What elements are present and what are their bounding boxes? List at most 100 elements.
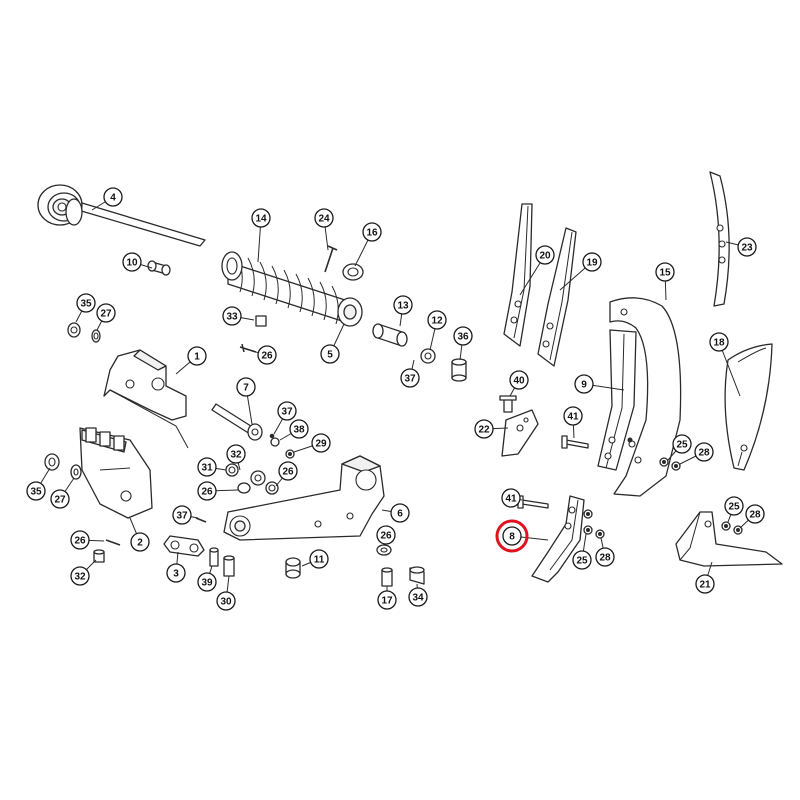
callout-number: 25: [676, 440, 688, 451]
callout-bubble: [314, 208, 334, 228]
callout-number: 17: [381, 596, 393, 607]
part-32-bushing-mid: [250, 470, 266, 486]
callout-28: 28: [679, 442, 714, 465]
callout-37: 37: [400, 359, 420, 388]
callout-bubble: [289, 419, 309, 439]
callout-number: 15: [659, 268, 671, 279]
callout-bubble: [70, 530, 90, 550]
callout-number: 35: [30, 487, 42, 498]
callout-bubble: [376, 525, 396, 545]
callout-19: 19: [559, 252, 602, 291]
part-1-bracket: [103, 349, 189, 449]
part-9-shank-plate: [597, 329, 637, 471]
callout-26: 26: [70, 530, 105, 550]
part-10-bushing: [147, 260, 171, 276]
part-26-pin-lower: [105, 539, 121, 546]
callout-bubble: [563, 406, 583, 426]
callout-8: 8: [502, 526, 549, 546]
part-41-bolt-lower: [517, 495, 549, 509]
callout-39: 39: [197, 565, 217, 592]
part-19-side-plate: [537, 227, 577, 367]
callout-number: 31: [201, 463, 213, 474]
callout-number: 29: [315, 439, 327, 450]
callout-25: 25: [572, 533, 592, 570]
callout-number: 20: [539, 251, 551, 262]
callout-number: 28: [749, 510, 761, 521]
callout-number: 13: [397, 301, 409, 312]
callout-number: 23: [741, 243, 753, 254]
callout-bubble: [320, 344, 340, 364]
callout-20: 20: [519, 245, 555, 296]
callout-17: 17: [377, 586, 397, 610]
part-16-washer: [342, 263, 364, 281]
callout-number: 21: [699, 580, 711, 591]
callout-32: 32: [226, 444, 246, 471]
part-26-washer-right: [376, 544, 392, 556]
part-25-nut-sweep: [721, 521, 731, 531]
part-38-washer: [270, 437, 280, 447]
part-15-shank-frame: [609, 297, 682, 497]
part-24-pin: [324, 245, 338, 273]
callout-11: 11: [301, 549, 329, 569]
callout-bubble: [277, 401, 297, 421]
callout-28: 28: [595, 537, 615, 567]
part-6-swing-arm: [223, 455, 385, 541]
callout-number: 36: [457, 332, 469, 343]
part-17-pin: [381, 567, 393, 587]
callout-bubble: [216, 591, 236, 611]
callout-bubble: [582, 252, 602, 272]
callout-bubble: [501, 488, 521, 508]
part-27-ring-upper: [91, 329, 101, 343]
callout-27: 27: [50, 477, 75, 509]
callout-bubble: [502, 526, 522, 546]
callout-bubble: [709, 332, 729, 352]
callout-16: 16: [354, 222, 382, 267]
callout-10: 10: [122, 252, 153, 272]
callout-number: 41: [567, 412, 579, 423]
part-23-wear-strip: [709, 171, 730, 307]
callout-bubble: [745, 504, 765, 524]
callout-21: 21: [695, 561, 715, 594]
callout-number: 4: [110, 193, 116, 204]
callout-18: 18: [709, 332, 741, 397]
callout-number: 33: [226, 312, 238, 323]
part-4-shaft-with-idler: [37, 184, 206, 247]
callout-bubble: [278, 461, 298, 481]
callout-bubble: [50, 489, 70, 509]
callout-bubble: [362, 222, 382, 242]
callout-12: 12: [427, 310, 447, 351]
callout-13: 13: [393, 295, 413, 327]
callout-number: 28: [698, 448, 710, 459]
callout-bubble: [408, 587, 428, 607]
part-35-ring-lower: [44, 453, 60, 471]
callout-number: 37: [281, 407, 293, 418]
callout-35: 35: [26, 467, 51, 501]
callout-bubble: [197, 481, 217, 501]
callout-25: 25: [724, 496, 744, 523]
callout-26: 26: [251, 345, 277, 365]
callout-number: 22: [478, 425, 490, 436]
callout-number: 40: [513, 376, 525, 387]
callout-bubble: [393, 295, 413, 315]
part-7-bolt: [211, 403, 263, 441]
callout-bubble: [655, 262, 675, 282]
part-8-replaceable-point: [531, 495, 585, 583]
part-3-link-plate: [163, 535, 205, 557]
callout-number: 11: [314, 555, 325, 566]
part-28-nut-point: [595, 529, 605, 539]
callout-9: 9: [574, 374, 625, 394]
callout-25: 25: [667, 434, 692, 461]
callout-bubble: [122, 252, 142, 272]
part-5-end-cap: [337, 297, 363, 327]
callout-number: 9: [581, 380, 587, 391]
callout-number: 32: [230, 450, 242, 461]
part-37-cotter-upper: [269, 433, 275, 439]
callout-number: 30: [220, 597, 232, 608]
callout-bubble: [257, 345, 277, 365]
callout-37: 37: [172, 505, 199, 525]
callout-36: 36: [453, 326, 473, 361]
callout-6: 6: [381, 503, 410, 523]
callout-number: 41: [505, 494, 517, 505]
callout-1: 1: [175, 346, 207, 375]
